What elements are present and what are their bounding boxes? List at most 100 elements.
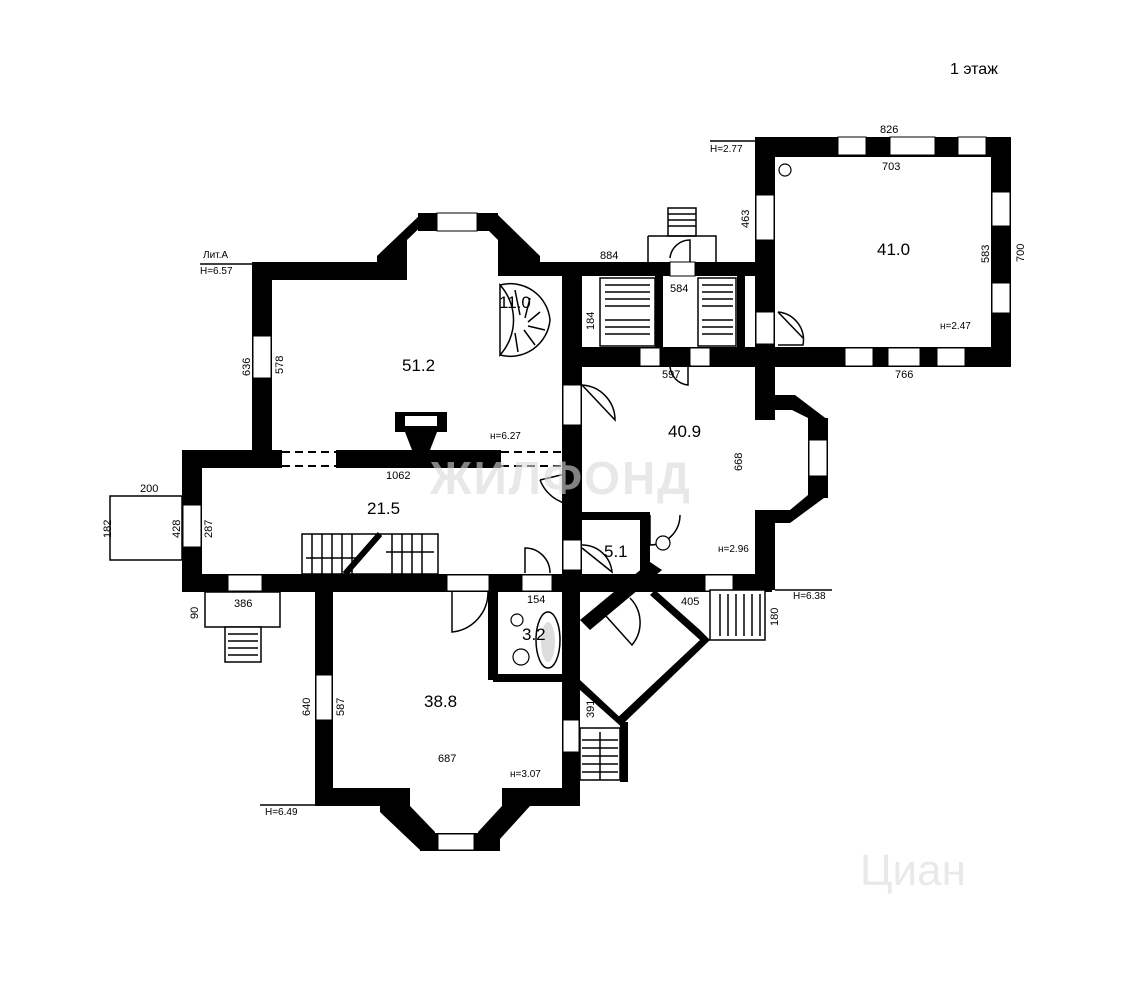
door — [524, 547, 551, 574]
window — [562, 539, 582, 571]
wall — [562, 347, 762, 367]
height-lead-lines — [200, 140, 832, 806]
room-area: 51.2 — [402, 356, 435, 375]
dimension: 184 — [585, 312, 597, 330]
window — [252, 335, 272, 379]
dimension: 463 — [740, 210, 752, 228]
stair — [697, 277, 737, 347]
door — [581, 544, 613, 574]
dimension: 687 — [438, 753, 456, 765]
window — [844, 347, 874, 367]
window — [446, 574, 490, 592]
window — [991, 282, 1011, 314]
door — [581, 384, 616, 422]
height-label: Н=6.49 — [265, 807, 298, 818]
floor-label: 1 этаж — [950, 61, 998, 78]
dimension: 597 — [662, 369, 680, 381]
lit-label: Лит.А — [203, 250, 228, 261]
wall — [502, 788, 580, 806]
dimension: 1062 — [386, 470, 410, 482]
dimension: 578 — [274, 356, 286, 374]
stair-steps — [719, 594, 761, 636]
dimension: 428 — [171, 520, 183, 538]
stair-steps — [582, 732, 618, 780]
wall — [755, 495, 828, 590]
dimension: 587 — [335, 698, 347, 716]
windows — [182, 136, 1011, 851]
stair-steps — [647, 213, 717, 262]
spiral-stair-steps — [499, 282, 551, 358]
dimension: 200 — [140, 483, 158, 495]
window — [957, 136, 987, 156]
dimension: 154 — [527, 594, 545, 606]
room-area: 3.2 — [522, 625, 546, 644]
window — [639, 347, 661, 367]
height-label: Н=6.38 — [793, 591, 826, 602]
wall — [580, 680, 625, 730]
door — [649, 514, 681, 546]
dimension: 391 — [585, 700, 597, 718]
wall — [755, 365, 828, 420]
window — [755, 311, 775, 345]
stair — [599, 277, 656, 347]
door — [777, 311, 805, 346]
door — [451, 591, 489, 633]
stair — [224, 626, 262, 663]
wall — [580, 562, 662, 630]
stair — [301, 533, 439, 575]
wall — [737, 276, 745, 351]
room-area: 11.0 — [499, 293, 531, 312]
dimension: 90 — [189, 607, 201, 619]
window — [315, 674, 333, 721]
porch — [109, 495, 183, 561]
watermark: Циан — [860, 846, 966, 895]
dimension: 703 — [882, 161, 900, 173]
window — [182, 504, 202, 548]
dimension: 180 — [769, 608, 781, 626]
porch — [204, 591, 281, 628]
dimension: 386 — [234, 598, 252, 610]
window — [889, 136, 936, 156]
window — [227, 574, 263, 592]
stair-steps — [228, 633, 258, 656]
room-area: 21.5 — [367, 499, 400, 518]
wall — [336, 450, 501, 468]
wall — [640, 512, 650, 582]
wall — [478, 215, 540, 262]
window — [808, 439, 828, 477]
room-area: 41.0 — [877, 240, 910, 259]
window — [936, 347, 966, 367]
wall — [620, 722, 628, 782]
height-label: н=3.07 — [510, 769, 541, 780]
dimension: 584 — [670, 283, 688, 295]
wall — [655, 276, 663, 351]
stair — [667, 207, 697, 237]
dimension: 640 — [301, 698, 313, 716]
room-area: 5.1 — [604, 542, 628, 561]
door — [604, 597, 641, 647]
sanitary — [510, 163, 792, 669]
wall — [498, 262, 758, 276]
window — [837, 136, 867, 156]
window — [436, 212, 478, 232]
dimension: 636 — [241, 358, 253, 376]
wall — [991, 137, 1011, 367]
watermark: ЖИЛФОНД — [429, 452, 692, 504]
height-label: н=2.96 — [718, 544, 749, 555]
door — [539, 469, 583, 507]
dimension: 405 — [681, 596, 699, 608]
window — [562, 384, 582, 426]
dimension: 826 — [880, 124, 898, 136]
doors — [234, 239, 805, 647]
stairs — [109, 207, 766, 781]
wall — [755, 137, 1011, 157]
stair-steps — [306, 532, 434, 576]
dimension: 766 — [895, 369, 913, 381]
wall — [488, 590, 498, 680]
window — [562, 719, 580, 753]
height-label: Н=2.77 — [710, 144, 743, 155]
wall — [315, 788, 410, 806]
height-label: Н=6.57 — [200, 266, 233, 277]
fireplace — [395, 412, 447, 450]
